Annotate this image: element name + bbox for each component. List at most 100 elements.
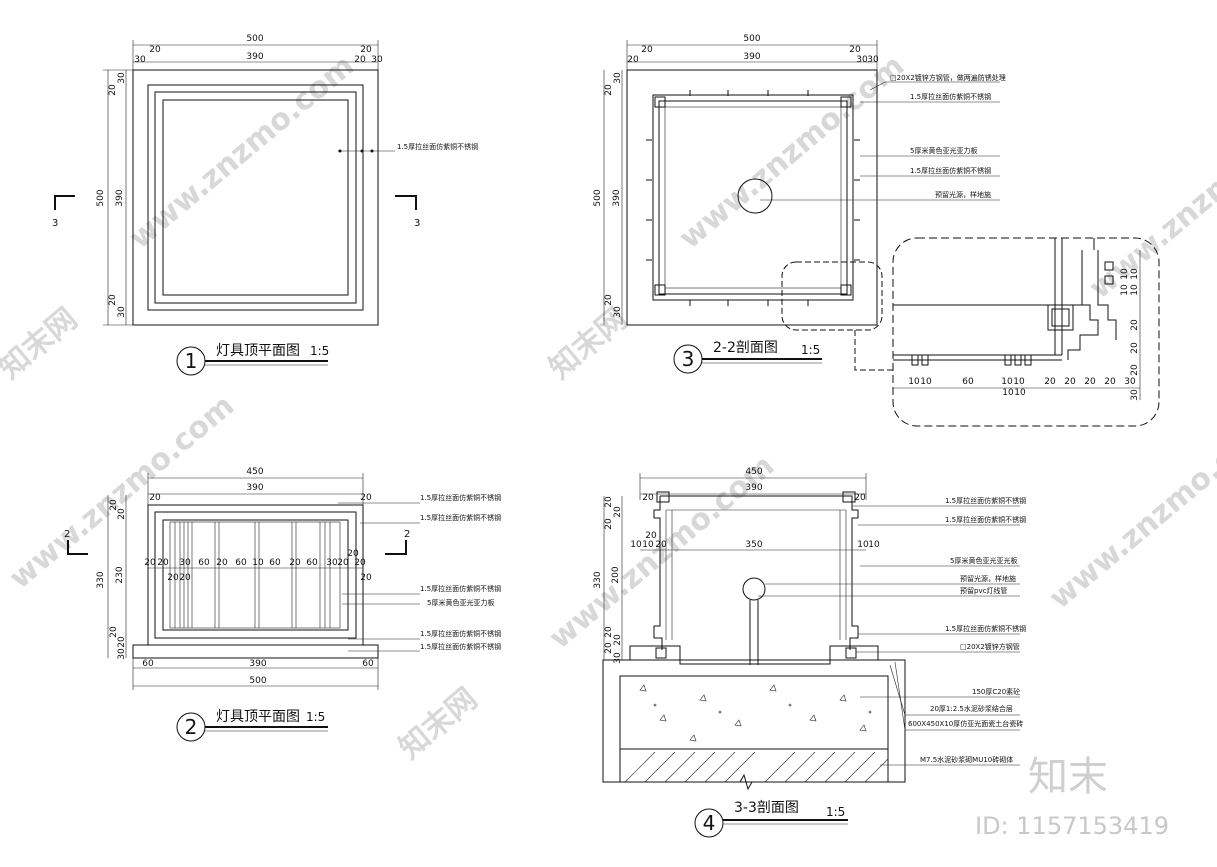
watermark-text: www.znzmo.com xyxy=(543,448,781,656)
material-note: □20X2镀锌方钢管，做两遍防锈处理 xyxy=(890,73,1006,82)
detail-dims-right: 10 10 10 10 20 20 20 30 xyxy=(1120,268,1140,401)
inner-frame xyxy=(162,99,349,296)
drawing-4-section: 450 390 20 20 350 10 10 20 20 10 10 330 … xyxy=(593,467,1026,838)
dim-text: 10 xyxy=(642,540,654,550)
dim-text: 30 xyxy=(117,72,127,84)
dim-text: 20 xyxy=(1084,377,1096,387)
dim-inner-clear: 350 xyxy=(745,540,762,550)
dim-overall-width: 450 xyxy=(246,467,263,477)
section-mark xyxy=(395,195,417,210)
dim-text: 20 xyxy=(641,45,653,55)
drawing-number: 3 xyxy=(682,347,695,371)
frame-ring xyxy=(147,84,364,311)
outer-frame xyxy=(147,504,364,646)
drawing-scale: 1:5 xyxy=(310,344,329,358)
dim-overall-height: 330 xyxy=(96,571,106,588)
dim-text: 10 xyxy=(1120,284,1130,296)
drawing-scale: 1:5 xyxy=(306,710,325,724)
section-mark xyxy=(54,195,75,210)
material-note: 1.5厚拉丝面仿紫铜不锈钢 xyxy=(397,142,478,151)
material-note: 5厚米黄色亚光亚光板 xyxy=(950,556,1017,565)
dim-text: 10 xyxy=(1130,268,1140,280)
material-note: 150厚C20素砼 xyxy=(972,687,1020,696)
material-note: 1.5厚拉丝面仿紫铜不锈钢 xyxy=(910,166,991,175)
dim-text: 20 xyxy=(604,496,614,508)
dim-text: 10 xyxy=(1001,377,1013,387)
corner-post xyxy=(654,96,666,108)
drawing-number-circle xyxy=(694,808,724,838)
dim-text: 20 xyxy=(604,84,614,96)
dim-overall-width: 450 xyxy=(745,467,762,477)
dim-text: 10 xyxy=(1120,268,1130,280)
brand-id: ID: 1157153419 xyxy=(975,812,1169,840)
dim-text: 10 xyxy=(868,540,880,550)
dim-inner-height: 230 xyxy=(115,566,125,583)
dim-text: 20 xyxy=(645,531,657,541)
dim-text: 20 xyxy=(179,573,191,583)
dim-text: 20 xyxy=(354,55,366,65)
section-mark-label: 2 xyxy=(404,529,410,540)
material-notes: 1.5厚拉丝面仿紫铜不锈钢 1.5厚拉丝面仿紫铜不锈钢 5厚米黄色亚光亚光板 预… xyxy=(908,496,1026,764)
dim-text: 20 xyxy=(354,558,366,568)
base-block xyxy=(629,645,681,661)
corner-post xyxy=(840,284,852,296)
dim-text: 10 xyxy=(630,540,642,550)
dim-text: 20 xyxy=(604,294,614,306)
dim-text: 20 xyxy=(289,558,301,568)
drawing-title: 2-2剖面图 xyxy=(713,340,778,356)
dim-overall-width: 500 xyxy=(743,34,760,44)
dim-text: 30 xyxy=(1130,389,1140,401)
material-note: 600X450X10厚仿亚光面瓷土台瓷砖 xyxy=(908,719,1023,728)
outer-frame xyxy=(626,69,878,326)
material-note: 1.5厚拉丝面仿紫铜不锈钢 xyxy=(420,493,501,502)
material-note: 1.5厚拉丝面仿紫铜不锈钢 xyxy=(420,584,501,593)
concrete-hatch xyxy=(639,684,872,742)
dim-text: 10 xyxy=(1002,388,1014,398)
detail-enlargement xyxy=(892,237,1160,427)
dim-text: 10 xyxy=(1013,377,1025,387)
dim-text: 30 xyxy=(179,558,191,568)
light-source-circle xyxy=(742,577,766,601)
acrylic-panel-slats xyxy=(174,522,331,628)
dim-text: 30 xyxy=(326,558,338,568)
dim-text: 10 xyxy=(920,377,932,387)
dim-text: 20 xyxy=(149,45,161,55)
detail-callout-box xyxy=(781,261,883,331)
material-note: M7.5水泥砂浆砌MU10砖砌体 xyxy=(920,755,1013,764)
dim-text: 20 xyxy=(613,634,623,646)
drawing-number: 4 xyxy=(703,811,716,835)
dim-text: 20 xyxy=(1104,377,1116,387)
material-note: 20厚1:2.5水泥砂浆结合层 xyxy=(930,704,1013,713)
dim-text: 20 xyxy=(642,493,654,503)
dim-text: 30 xyxy=(867,55,879,65)
corner-post xyxy=(654,284,666,296)
dim-text: 20 xyxy=(109,626,119,638)
dim-inner-height: 390 xyxy=(612,189,622,206)
dim-text: 20 xyxy=(108,84,118,96)
material-note: 1.5厚拉丝面仿紫铜不锈钢 xyxy=(420,629,501,638)
dim-text: 20 xyxy=(360,45,372,55)
dim-text: 30 xyxy=(371,55,383,65)
dim-text: 20 xyxy=(613,506,623,518)
dim-text: 20 xyxy=(108,294,118,306)
watermark-text: www.znzmo.com xyxy=(1083,98,1217,306)
dim-text: 20 xyxy=(167,573,179,583)
dim-text: 60 xyxy=(306,558,318,568)
dim-text: 20 xyxy=(655,540,667,550)
material-note: 预留光源，样地施 xyxy=(935,190,991,199)
drawing-1-plan: 500 390 20 20 30 20 30 500 390 20 30 20 … xyxy=(52,34,478,376)
dim-text: 10 xyxy=(908,377,920,387)
material-note: □20X2镀锌方钢管 xyxy=(960,642,1020,651)
dim-text: 10 xyxy=(1130,284,1140,296)
dim-text: 20 xyxy=(117,508,127,520)
section-mark-label: 3 xyxy=(414,218,420,229)
dim-text: 20 xyxy=(149,493,161,503)
dim-text: 30 xyxy=(134,55,146,65)
dim-text: 60 xyxy=(142,659,154,669)
base-slab xyxy=(132,644,379,659)
material-note: 5厚米黄色亚光亚力板 xyxy=(427,598,494,607)
dim-text: 20 xyxy=(360,573,372,583)
dim-overall-width: 500 xyxy=(249,676,266,686)
dim-text: 60 xyxy=(235,558,247,568)
